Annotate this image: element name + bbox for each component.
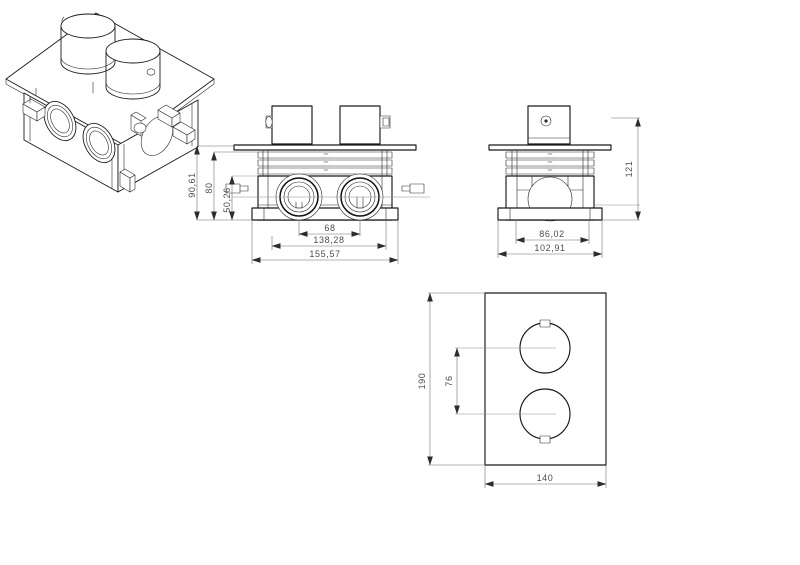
- dim-label-side-overall-width: 102,91: [534, 243, 565, 253]
- dim-label-side-inner-width: 86,02: [539, 229, 565, 239]
- dim-label-front-inner-width: 138,28: [313, 235, 344, 245]
- dim-label-side-overall-height: 121: [624, 161, 634, 178]
- front-knob-housing-right: [339, 105, 391, 145]
- side-ribbed-section: [505, 149, 595, 179]
- plate-knob-opening-lower: [455, 388, 571, 444]
- view-plate: 190 76 140: [417, 292, 607, 488]
- dim-side-overall-height: 121: [602, 117, 641, 221]
- dim-label-plate-overall-height: 190: [417, 373, 427, 390]
- dim-label-front-port-height: 50,26: [222, 187, 232, 213]
- view-front: 90,61 80 50,26 68 13: [187, 105, 430, 264]
- side-knob-housing: [527, 105, 571, 145]
- iso-port-right: [82, 122, 116, 164]
- dim-label-front-overall-height: 90,61: [187, 172, 197, 198]
- front-reference-lines: [232, 175, 430, 198]
- front-knob-housing-left: [265, 105, 313, 145]
- dim-plate-knob-spacing: 76: [444, 347, 460, 415]
- dim-label-front-overall-width: 155,57: [309, 249, 340, 259]
- iso-knob-right: [105, 38, 161, 100]
- dim-label-front-mid-height: 80: [204, 182, 214, 193]
- front-ribbed-section: [257, 149, 393, 179]
- side-base: [497, 207, 603, 221]
- dim-front-inner-width: 138,28: [271, 220, 387, 250]
- side-face-plate: [488, 144, 612, 151]
- iso-port-left: [43, 100, 77, 142]
- iso-knob-left: [60, 13, 116, 75]
- view-isometric: [5, 12, 215, 193]
- dim-label-front-port-spacing: 68: [324, 223, 335, 233]
- dim-label-plate-overall-width: 140: [537, 473, 554, 483]
- view-side: 121 86,02 102,91: [488, 105, 641, 258]
- front-face-plate: [233, 144, 417, 151]
- plate-knob-opening-upper: [455, 319, 571, 374]
- dim-plate-overall-width: 140: [484, 465, 607, 488]
- dim-front-port-height: 50,26: [222, 175, 235, 221]
- iso-mounting-lugs: [22, 96, 196, 193]
- dim-front-port-spacing: 68: [298, 220, 361, 237]
- dim-front-overall-height: 90,61: [187, 145, 252, 221]
- dim-side-inner-width: 86,02: [515, 220, 590, 244]
- iso-body-details: [35, 81, 147, 134]
- dim-label-plate-knob-spacing: 76: [444, 375, 454, 386]
- dim-plate-overall-height: 190: [417, 292, 485, 466]
- dim-front-mid-height: 80: [204, 151, 258, 221]
- dim-front-overall-width: 155,57: [251, 220, 399, 264]
- dim-side-overall-width: 102,91: [497, 220, 603, 258]
